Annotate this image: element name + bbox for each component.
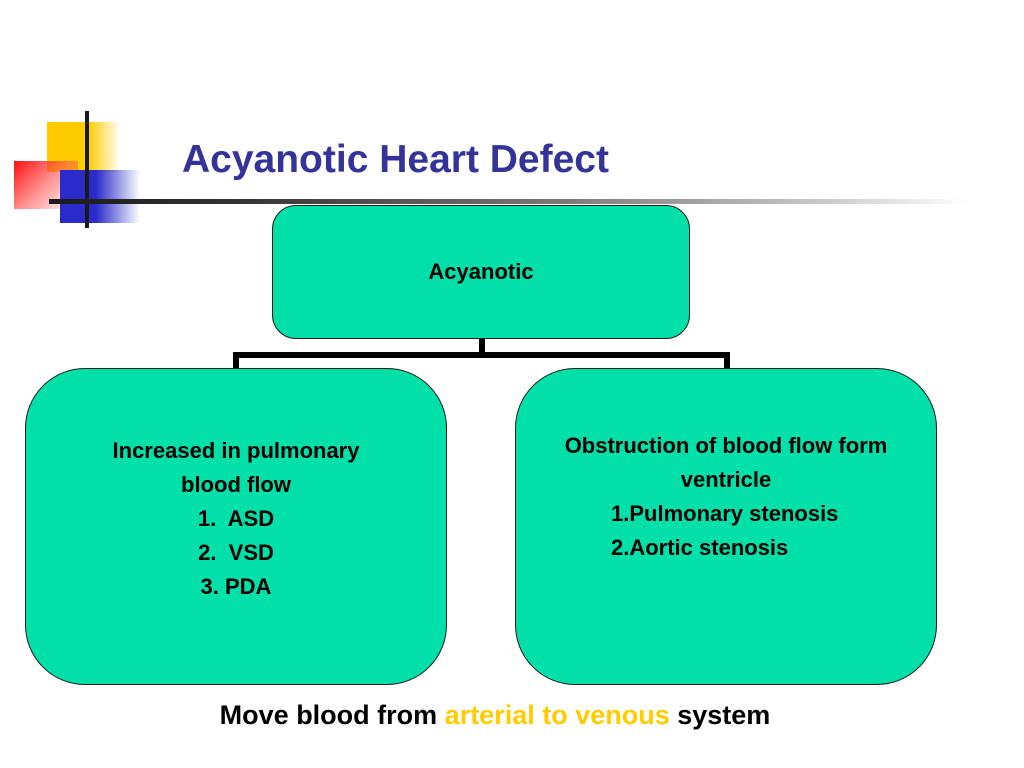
logo-blue-square [60, 170, 140, 223]
footer-highlight: arterial to venous [444, 700, 670, 730]
footer-text-after: system [669, 700, 771, 730]
left-node-line: blood flow [181, 471, 291, 497]
left-node-item: 3. PDA [200, 573, 272, 599]
root-node-label: Acyanotic [428, 259, 534, 284]
connector-stem [479, 339, 485, 356]
slide-title: Acyanotic Heart Defect [182, 138, 609, 181]
left-node: Increased in pulmonary blood flow 1. ASD… [25, 368, 447, 685]
right-node-item: 1.Pulmonary stenosis [611, 500, 839, 526]
left-node-item: 1. ASD [197, 505, 275, 531]
title-underline [49, 199, 969, 204]
left-node-line: Increased in pulmonary [112, 437, 360, 463]
left-node-item: 2. VSD [198, 539, 274, 565]
root-node: Acyanotic [272, 205, 690, 339]
connector-right [724, 352, 730, 369]
footer-text-before: Move blood from [219, 700, 445, 730]
right-node-item: 2.Aortic stenosis [611, 534, 789, 560]
right-node-line: ventricle [680, 466, 772, 492]
right-node: Obstruction of blood flow form ventricle… [515, 368, 937, 685]
connector-left [233, 352, 239, 369]
footer-caption: Move blood from arterial to venous syste… [0, 700, 990, 731]
right-node-line: Obstruction of blood flow form [564, 432, 888, 458]
connector-bar [233, 352, 730, 358]
logo-vertical-line [85, 111, 89, 228]
